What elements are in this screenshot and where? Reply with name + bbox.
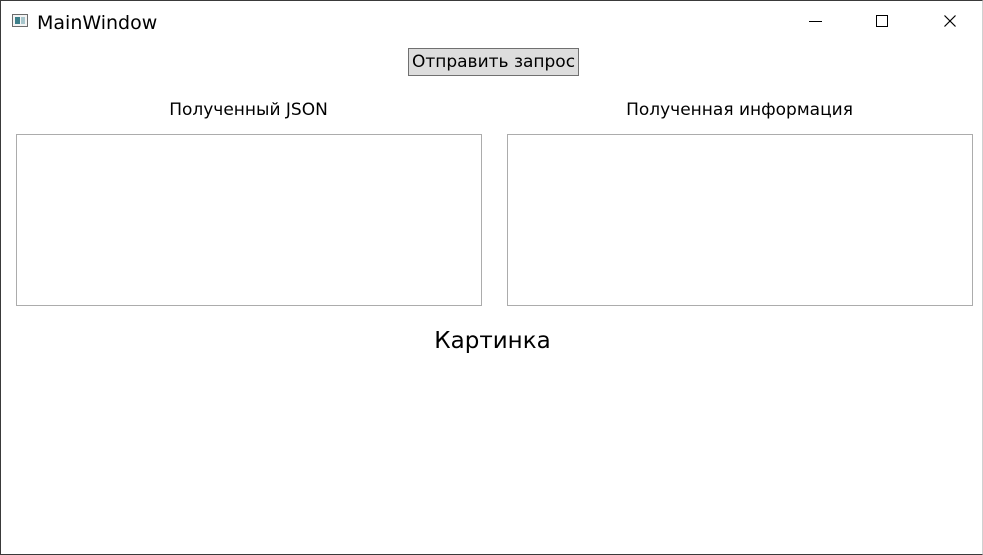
minimize-icon xyxy=(809,21,822,22)
close-button[interactable] xyxy=(916,1,982,43)
title-bar[interactable]: MainWindow xyxy=(1,1,982,43)
window-title: MainWindow xyxy=(37,12,158,34)
info-textbox[interactable] xyxy=(507,134,973,306)
json-label: Полученный JSON xyxy=(169,100,328,120)
json-textbox[interactable] xyxy=(16,134,482,306)
close-icon xyxy=(944,15,956,27)
send-request-button[interactable]: Отправить запрос xyxy=(408,48,579,76)
picture-label: Картинка xyxy=(434,328,551,354)
window-app-icon[interactable] xyxy=(12,14,28,27)
minimize-button[interactable] xyxy=(782,1,848,43)
info-label: Полученная информация xyxy=(626,100,853,120)
maximize-button[interactable] xyxy=(849,1,915,43)
maximize-icon xyxy=(876,15,888,27)
picture-image xyxy=(16,361,972,549)
